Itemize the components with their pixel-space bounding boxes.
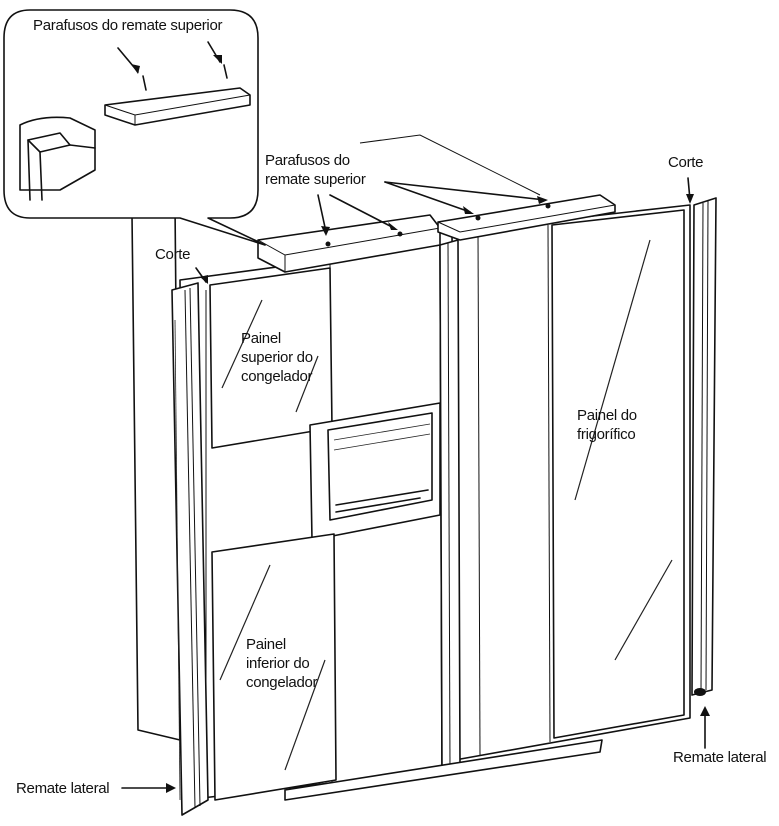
top-trim-screws-label-line1: Parafusos do	[265, 152, 350, 169]
base-kick	[284, 739, 603, 801]
fridge-label-line1: Painel do	[577, 407, 637, 424]
dispenser-recess	[309, 402, 441, 541]
inset-callout	[3, 9, 266, 246]
center-mullion	[439, 239, 461, 771]
leader-lines	[117, 41, 710, 793]
side-trim-left-label: Remate lateral	[16, 780, 109, 797]
freezer-upper-label-line3: congelador	[241, 368, 313, 385]
top-trim-screws-label-line2: remate superior	[265, 171, 366, 188]
fridge-label-line2: frigorífico	[577, 426, 635, 443]
freezer-lower-label-line3: congelador	[246, 674, 318, 691]
side-trim-left	[171, 282, 209, 816]
top-trim-right	[437, 194, 616, 241]
cabinet-side-wall	[131, 204, 181, 741]
cut-left-label: Corte	[155, 246, 190, 263]
side-trim-right-label: Remate lateral	[673, 749, 766, 766]
side-trim-right	[691, 197, 717, 696]
fridge-panel	[551, 209, 685, 739]
freezer-lower-label-line1: Painel	[246, 636, 286, 653]
freezer-lower-label-line2: inferior do	[246, 655, 309, 672]
inset-screws-label: Parafusos do remate superior	[33, 17, 223, 34]
freezer-lower-panel	[211, 533, 337, 801]
freezer-upper-label-line2: superior do	[241, 349, 313, 366]
freezer-upper-label-line1: Painel	[241, 330, 281, 347]
cut-right-label: Corte	[668, 154, 703, 171]
